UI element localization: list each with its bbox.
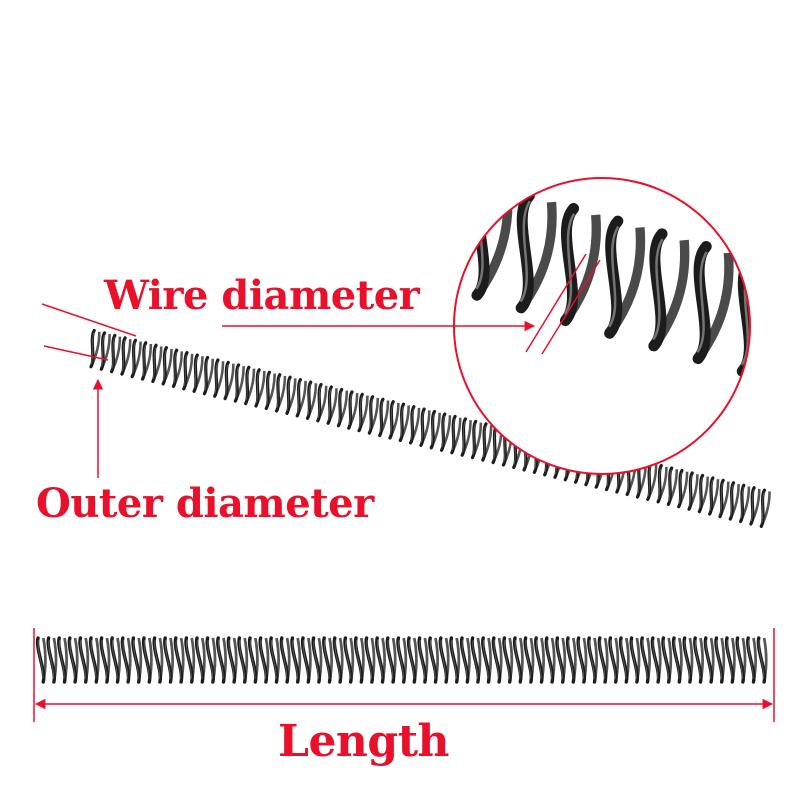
- horizontal-spring: [35, 636, 768, 684]
- length-dimension: [33, 628, 775, 722]
- magnifier-circle: [453, 177, 751, 475]
- length-label: Length: [278, 716, 450, 767]
- outer-diameter-indicator: [41, 303, 137, 478]
- wire-diameter-indicator: [222, 253, 601, 355]
- outer-diameter-label: Outer diameter: [36, 480, 374, 527]
- diagonal-spring: [89, 328, 771, 529]
- wire-diameter-label: Wire diameter: [104, 272, 420, 319]
